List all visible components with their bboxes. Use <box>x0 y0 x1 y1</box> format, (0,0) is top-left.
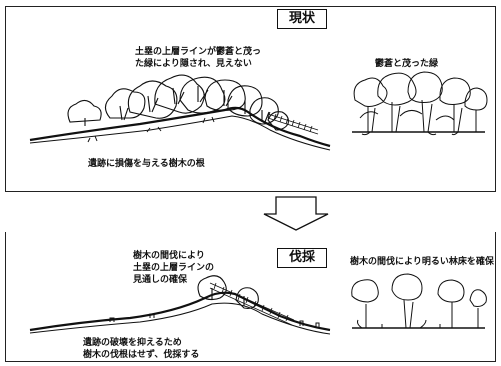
upper-dense-trees <box>67 74 289 131</box>
current-state-title: 現状 <box>277 9 327 29</box>
no-stump-removal-note: 遺跡の破壊を抑えるため 樹木の伐根はせず、伐採する <box>83 338 200 360</box>
down-arrow <box>263 196 329 231</box>
current-state-panel <box>5 6 496 192</box>
ridge-visibility-note: 樹木の間伐により 土塁の上層ラインの 見通しの確保 <box>133 251 215 285</box>
lower-visible-ridge-line <box>209 282 295 326</box>
upper-hidden-ridge-line <box>267 111 319 135</box>
root-damage-note: 遺跡に損傷を与える樹木の根 <box>88 159 205 169</box>
logging-title: 伐採 <box>277 248 327 268</box>
upper-mound-illustration <box>29 71 488 151</box>
upper-right-forest <box>352 71 488 136</box>
lower-mound-illustration <box>29 273 487 335</box>
logging-panel <box>5 232 496 362</box>
lower-thinned-trees <box>197 275 259 309</box>
dense-forest-note: 鬱蒼と茂った緑 <box>375 59 439 69</box>
lower-right-forest <box>351 273 487 329</box>
bright-forest-floor-note: 樹木の間伐により明るい林床を確保 <box>350 257 494 267</box>
hidden-ridge-note: 土塁の上層ラインが鬱蒼と茂っ た緑により隠され、見えない <box>135 47 262 69</box>
